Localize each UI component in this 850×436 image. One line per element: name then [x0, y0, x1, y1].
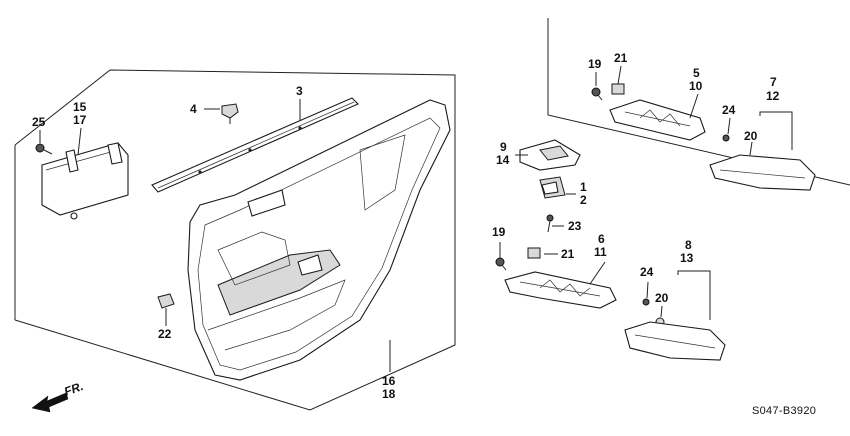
- clip-part-22: [157, 293, 175, 318]
- outer-handle-part-5-10: [609, 99, 706, 141]
- screw-part-19-upper: [591, 87, 603, 101]
- callout-17: 17: [73, 113, 87, 127]
- screw-part-24-upper: [722, 134, 730, 142]
- front-arrow-icon: [31, 392, 69, 413]
- front-direction-label: FR.: [62, 379, 85, 399]
- outer-handle-part-6-11: [504, 271, 617, 309]
- callout-13: 13: [680, 251, 694, 265]
- callout-14: 14: [496, 153, 510, 167]
- callout-18: 18: [382, 387, 396, 401]
- callout-8: 8: [685, 238, 692, 252]
- callout-20-lower: 20: [655, 291, 669, 305]
- bezel-part-9-14: [519, 139, 581, 171]
- callout-1: 1: [580, 180, 587, 194]
- panel-frame: [14, 69, 456, 411]
- nut-part-21-lower: [527, 247, 541, 259]
- callout-6: 6: [598, 232, 605, 246]
- callout-19-upper: 19: [588, 57, 602, 71]
- armrest-part-8-13: [624, 321, 726, 361]
- screw-part-24-lower: [642, 298, 650, 306]
- clip-part-4: [221, 103, 239, 124]
- cover-part-15-17: [41, 142, 129, 220]
- callout-9: 9: [500, 140, 507, 154]
- callout-12: 12: [766, 89, 780, 103]
- callout-21-upper: 21: [614, 51, 628, 65]
- callout-7: 7: [770, 75, 777, 89]
- callout-11: 11: [594, 245, 607, 259]
- callout-23: 23: [568, 219, 582, 233]
- callout-16: 16: [382, 374, 396, 388]
- front-direction-indicator: FR.: [31, 379, 85, 413]
- callout-24-upper: 24: [722, 103, 736, 117]
- diagram-code: S047-B3920: [752, 405, 816, 417]
- callout-4: 4: [190, 102, 197, 116]
- screw-part-19-lower: [495, 257, 507, 271]
- screw-part-25: [35, 143, 53, 155]
- weatherstrip-part-3: [151, 97, 359, 193]
- upper-frame: [547, 18, 850, 186]
- screw-part-23: [546, 214, 554, 233]
- callout-22: 22: [158, 327, 172, 341]
- callout-5: 5: [693, 66, 700, 80]
- inner-handle-part-1-2: [539, 176, 566, 199]
- callout-15: 15: [73, 100, 87, 114]
- callout-2: 2: [580, 193, 587, 207]
- callout-20-upper: 20: [744, 129, 758, 143]
- callout-10: 10: [689, 79, 703, 93]
- callout-24-lower: 24: [640, 265, 654, 279]
- callout-25: 25: [32, 115, 46, 129]
- leader-lines: [39, 65, 793, 372]
- callout-3: 3: [296, 84, 303, 98]
- callout-19-lower: 19: [492, 225, 506, 239]
- callouts: 25 15 17 4 3 22 16 18 9 14 1 2 23 19 21 …: [32, 51, 780, 401]
- callout-21-lower: 21: [561, 247, 575, 261]
- armrest-part-7-12: [709, 154, 816, 191]
- door-trim-panel-16-18: [187, 99, 451, 381]
- nut-part-21-upper: [611, 83, 625, 95]
